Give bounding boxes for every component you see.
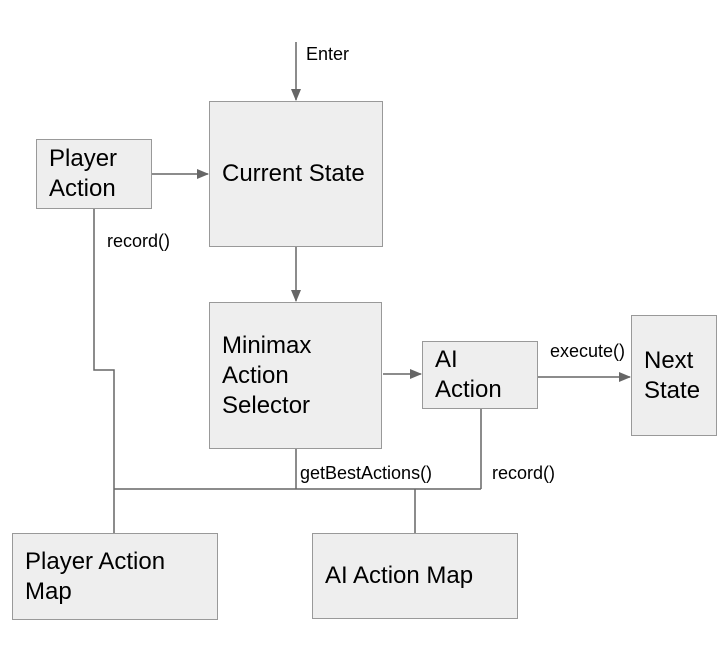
node-current-state: Current State <box>209 101 383 247</box>
edge-label-get-best-actions: getBestActions() <box>300 463 433 483</box>
node-player-action: Player Action <box>36 139 152 209</box>
node-ai-action-map-label: AI Action Map <box>325 562 474 589</box>
node-current-state-label: Current State <box>222 160 365 187</box>
node-player-action-map-label: Player Action Map <box>25 547 166 605</box>
node-next-state: Next State <box>631 315 717 436</box>
node-ai-action: AI Action <box>422 341 538 409</box>
node-next-state-label: Next State <box>644 346 701 404</box>
node-player-action-map: Player Action Map <box>12 533 218 620</box>
node-player-action-label: Player Action <box>49 145 118 202</box>
edge-label-enter: Enter <box>306 44 350 64</box>
edge-label-execute: execute() <box>550 341 626 361</box>
edge-label-record-player: record() <box>107 231 171 251</box>
edge-player-action-record-line <box>93 209 115 533</box>
node-minimax-action-selector: Minimax Action Selector <box>209 302 382 449</box>
node-ai-action-map: AI Action Map <box>312 533 518 619</box>
edge-label-record-ai: record() <box>492 463 556 483</box>
node-ai-action-label: AI Action <box>435 346 502 403</box>
node-minimax-action-selector-label: Minimax Action Selector <box>222 331 312 419</box>
